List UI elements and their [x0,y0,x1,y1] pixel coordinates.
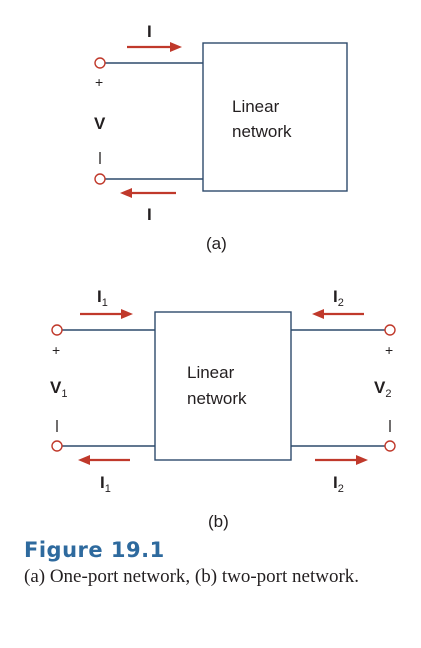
two-port-i2-top-label: I2 [333,287,344,309]
one-port-top-current-arrow [127,42,182,52]
one-port-bottom-terminal [94,173,106,185]
one-port-linear-network-box [202,42,348,192]
figure-title: Figure 19.1 [24,538,165,562]
one-port-box-label-line1: Linear [232,97,280,116]
two-port-i2-bottom-arrow [315,455,368,465]
two-port-i1-bottom-label: I1 [100,473,111,495]
one-port-voltage-label: V [94,114,106,133]
two-port-i2-top-arrow [312,309,364,319]
one-port-bottom-current-arrow [120,188,176,198]
one-port-plus-sign: + [95,74,103,90]
two-port-right-top-terminal [384,324,396,336]
sublabel-b: (b) [208,512,229,531]
two-port-i2-bottom-label: I2 [333,473,344,495]
two-port-right-plus-sign: + [385,342,393,358]
two-port-box-label-line2: network [187,389,247,408]
two-port-linear-network-box [154,311,292,461]
figure-caption-text: (a) One-port network, (b) two-port netwo… [24,566,360,587]
one-port-diagram: Linear network + V I I (a) [94,22,348,253]
two-port-right-bottom-terminal [384,440,396,452]
two-port-diagram: Linear network + V1 + V2 I1 I1 [50,287,396,531]
two-port-i1-top-label: I1 [97,287,108,309]
two-port-box-label-line1: Linear [187,363,235,382]
two-port-i1-top-arrow [80,309,133,319]
two-port-left-top-terminal [51,324,63,336]
one-port-top-terminal [94,57,106,69]
one-port-top-current-label: I [147,22,152,41]
two-port-v1-label: V1 [50,378,67,400]
two-port-v2-label: V2 [374,378,391,400]
one-port-box-label-line2: network [232,122,292,141]
two-port-left-bottom-terminal [51,440,63,452]
one-port-bottom-current-label: I [147,205,152,224]
two-port-left-plus-sign: + [52,342,60,358]
two-port-i1-bottom-arrow [78,455,130,465]
figure-caption: Figure 19.1 (a) One-port network, (b) tw… [24,537,404,588]
sublabel-a: (a) [206,234,227,253]
